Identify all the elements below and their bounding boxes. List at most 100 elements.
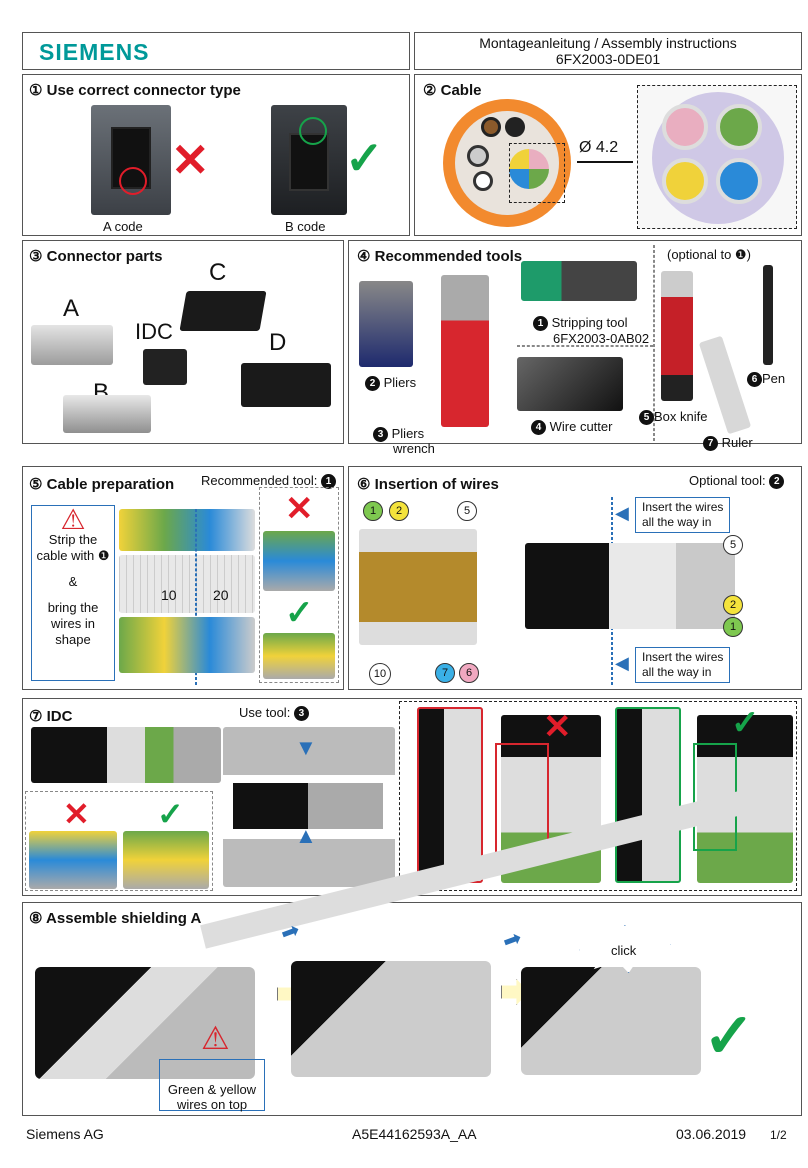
section-cable: ② Cable Ø 4.2: [414, 74, 802, 236]
wrong-cross-icon: ✕: [285, 490, 314, 528]
idc-cable-image: [31, 727, 221, 783]
connector-a-image: [91, 105, 171, 215]
part-d-label: D: [269, 329, 287, 356]
connector-b-image: [271, 105, 347, 215]
note-box: Green & yellow wires on top: [159, 1059, 265, 1112]
correct-check-icon: ✓: [703, 1002, 755, 1071]
optional-tools-frame: [653, 245, 655, 441]
wire-cutter-label: 4 Wire cutter: [531, 419, 612, 436]
idc-side-correct-image: [615, 707, 681, 883]
pliers-wrench-image: [441, 275, 489, 427]
footer-page: 1/2: [770, 1128, 787, 1142]
wire-number-1: 1: [363, 501, 383, 521]
assembly-step-1-image: [35, 967, 255, 1079]
note-text-1: Green & yellow: [167, 1082, 257, 1097]
use-tool-label: Use tool: 3: [239, 705, 309, 722]
b-code-label: B code: [285, 219, 326, 234]
wire-number-2: 2: [389, 501, 409, 521]
pliers-label: 2 Pliers: [365, 375, 416, 392]
part-d-image: [241, 363, 331, 407]
warning-icon: ⚠: [60, 504, 86, 535]
part-idc-image: [143, 349, 187, 385]
section-6-title: ⑥ Insertion of wires: [357, 476, 499, 493]
note-text-2: wires on top: [176, 1097, 248, 1112]
section-cable-preparation: ⑤ Cable preparation Recommended tool: 1 …: [22, 466, 344, 690]
optional-label: (optional to ❶): [667, 247, 751, 262]
b-code-mark-circle: [299, 117, 327, 145]
box-knife-image: [661, 271, 693, 401]
part-c-label: C: [209, 259, 227, 286]
header-title-box: Montageanleitung / Assembly instructions…: [414, 32, 802, 70]
part-idc-label: IDC: [135, 319, 173, 344]
section-5-title: ⑤ Cable preparation: [29, 476, 175, 493]
diameter-arrow: [577, 161, 633, 163]
pen-image: [763, 265, 773, 365]
part-c-image: [179, 291, 267, 331]
wire-number-6: 6: [459, 663, 479, 683]
optional-tools-frame-2: [517, 345, 653, 347]
section-1-title: ① Use correct connector type: [29, 82, 241, 99]
section-assemble-shielding: ⑧ Assemble shielding A ➡ ➡ click ✓ Green…: [22, 780, 802, 1116]
cable-zoom-detail: [637, 85, 797, 229]
section-7-title: ⑦ IDC: [29, 708, 73, 725]
footer-doc-number: A5E44162593A_AA: [352, 1126, 477, 1142]
section-4-title: ④ Recommended tools: [357, 248, 523, 265]
section-3-title: ③ Connector parts: [29, 248, 163, 265]
shaped-wires-image: [119, 617, 255, 673]
correct-check-icon: ✓: [157, 796, 184, 832]
cable-cross-section: [443, 99, 571, 227]
idc-wrong-image: [29, 831, 117, 889]
row-number-5: 5: [723, 535, 743, 555]
wrong-result-image: [263, 531, 335, 591]
idc-side-image: [525, 543, 735, 629]
strip-length-guide: [195, 509, 197, 685]
title-line-1: Montageanleitung / Assembly instructions: [479, 35, 737, 51]
footer-company: Siemens AG: [26, 1126, 104, 1142]
a-code-mark-circle: [119, 167, 147, 195]
part-a-label: A: [63, 295, 80, 322]
idc-detail-frame: [399, 701, 797, 891]
section-insertion-of-wires: ⑥ Insertion of wires Optional tool: 2 1 …: [348, 466, 802, 690]
result-frame: [259, 487, 339, 683]
correct-check-icon: ✓: [345, 132, 384, 184]
correct-check-icon: ✓: [731, 704, 760, 742]
ruler-scale-image: [119, 555, 255, 613]
wrong-cross-icon: ✕: [543, 708, 572, 746]
stripping-tool-image: [521, 261, 637, 301]
diameter-label: Ø 4.2: [579, 139, 619, 156]
recommended-tool-label: Recommended tool: 1: [201, 473, 336, 490]
push-arrow-icon: ➡: [499, 924, 525, 955]
press-arrow-down-icon: ▼: [295, 735, 317, 760]
warning-box: ⚠ Strip the cable with ❶ & bring the wir…: [31, 505, 115, 681]
part-a-image: [31, 325, 113, 365]
row-number-2: 2: [723, 595, 743, 615]
a-code-label: A code: [103, 219, 143, 234]
footer-date: 03.06.2019: [676, 1126, 747, 1142]
idc-press-image: [223, 727, 395, 887]
part-b-image: [63, 395, 151, 433]
section-8-title: ⑧ Assemble shielding A: [29, 910, 202, 927]
wire-number-7: 7: [435, 663, 455, 683]
siemens-logo: SIEMENS: [39, 39, 150, 65]
row-number-1: 1: [723, 617, 743, 637]
ruler-mark-10: 10: [161, 587, 177, 603]
pliers-image: [359, 281, 413, 367]
correct-result-image: [263, 633, 335, 679]
idc-side-wrong-image: [417, 707, 483, 883]
correct-check-icon: ✓: [285, 594, 314, 632]
optional-tool-label: Optional tool: 2: [689, 473, 785, 490]
click-label: click: [611, 943, 637, 958]
arrow-left-icon: ◀: [615, 503, 629, 523]
press-arrow-up-icon: ▲: [295, 823, 317, 848]
header-logo-box: SIEMENS: [22, 32, 410, 70]
assembly-step-2-image: [291, 961, 491, 1077]
section-connector-type: ① Use correct connector type ✕ A code ✓ …: [22, 74, 410, 236]
warning-icon: ⚠: [201, 1020, 230, 1056]
wrong-cross-icon: ✕: [171, 134, 210, 186]
assembly-step-3-image: [521, 967, 701, 1075]
section-2-title: ② Cable: [423, 82, 482, 99]
